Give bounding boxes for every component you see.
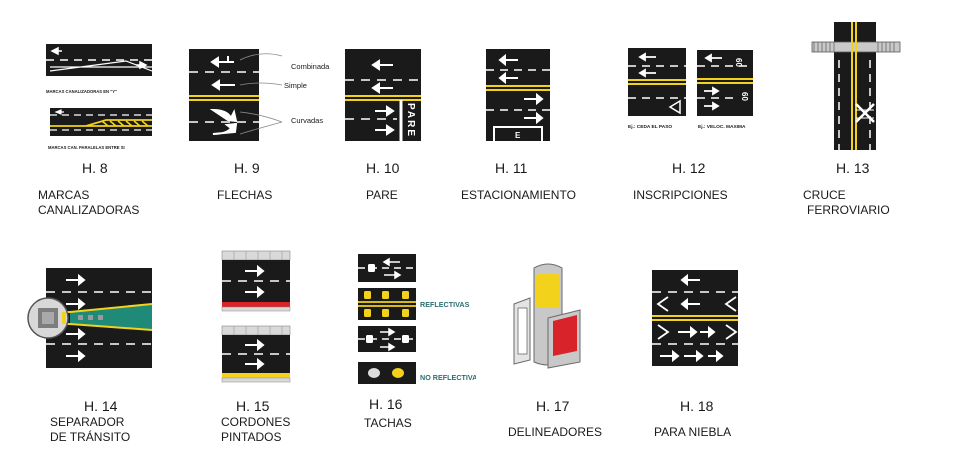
caption-h14-line2: DE TRÁNSITO: [50, 430, 131, 444]
figure-number-h12: H. 12: [672, 160, 706, 176]
figure-h15-painted-curbs: [221, 250, 291, 383]
caption-h15-line1: CORDONES: [221, 415, 291, 429]
road-text-e: E: [515, 131, 521, 140]
figure-number-h17: H. 17: [536, 398, 570, 414]
caption-h9-line1: FLECHAS: [217, 188, 273, 202]
caption-h14-line1: SEPARADOR: [50, 415, 125, 429]
label-reflectivas: REFLECTIVAS: [420, 300, 470, 309]
figure-h18-fog-marks: [652, 270, 738, 366]
road-text-60-top: 60: [734, 58, 743, 67]
caption-h10: PARE: [366, 188, 398, 203]
figure-h16-road-studs: REFLECTIVAS NO REFLECTIVAS: [358, 254, 476, 384]
caption-h11-line1: ESTACIONAMIENTO: [461, 188, 576, 202]
figure-number-h13: H. 13: [836, 160, 870, 176]
label-curvadas: Curvadas: [291, 116, 323, 125]
caption-h18: PARA NIEBLA: [654, 425, 731, 440]
caption-h9: FLECHAS: [217, 188, 272, 203]
note-veloc-maxima: Ej.: VELOC. MAXIMA: [698, 124, 746, 130]
caption-h8-line2: CANALIZADORAS: [38, 203, 140, 217]
figure-h11-parking: E: [486, 49, 550, 141]
figure-h9-arrows: Combinada Simple Curvadas: [189, 49, 330, 141]
label-simple: Simple: [284, 81, 307, 90]
caption-h10-line1: PARE: [366, 188, 398, 202]
caption-h18-line1: PARA NIEBLA: [654, 425, 732, 439]
note-ceda-el-paso: Ej.: CEDA EL PASO: [628, 124, 672, 130]
caption-h13-line2: FERROVIARIO: [807, 203, 890, 217]
figure-h8-channelizing-marks: MARCAS CANALIZADORAS EN "Y" MARCAS CAN. …: [46, 44, 153, 150]
label-no-reflectivas: NO REFLECTIVAS: [420, 373, 476, 382]
figure-h17-delineators: [513, 263, 581, 369]
note-parallel-channel: MARCAS CAN. PARALELAS ENTRE SI: [48, 145, 125, 150]
figure-number-h14: H. 14: [84, 398, 118, 414]
caption-h13-line1: CRUCE: [803, 188, 846, 202]
caption-h12-line1: INSCRIPCIONES: [633, 188, 728, 202]
note-y-channel: MARCAS CANALIZADORAS EN "Y": [46, 89, 117, 94]
road-text-60-bottom: 60: [740, 92, 749, 101]
figure-number-h16: H. 16: [369, 396, 403, 412]
figure-h13-railway-crossing: [811, 22, 901, 150]
caption-h16-line1: TACHAS: [364, 416, 412, 430]
figure-h14-traffic-separator: [27, 268, 152, 368]
figure-number-h10: H. 10: [366, 160, 400, 176]
label-combinada: Combinada: [291, 62, 330, 71]
caption-h12: INSCRIPCIONES: [633, 188, 728, 203]
figure-number-h8: H. 8: [82, 160, 108, 176]
caption-h17: DELINEADORES: [508, 425, 602, 440]
figure-h12-inscriptions: Ej.: CEDA EL PASO 60 60 Ej.: VELOC. MAXI…: [628, 48, 753, 130]
caption-h8-line1: MARCAS: [38, 188, 90, 202]
caption-h15-line2: PINTADOS: [221, 430, 282, 444]
figure-number-h11: H. 11: [495, 160, 528, 176]
caption-h11: ESTACIONAMIENTO: [461, 188, 576, 203]
figure-number-h9: H. 9: [234, 160, 260, 176]
figure-number-h18: H. 18: [680, 398, 714, 414]
caption-h16: TACHAS: [364, 416, 412, 431]
caption-h17-line1: DELINEADORES: [508, 425, 603, 439]
figure-number-h15: H. 15: [236, 398, 270, 414]
figure-h10-stop: PARE: [345, 49, 421, 141]
road-text-pare: PARE: [405, 103, 416, 138]
